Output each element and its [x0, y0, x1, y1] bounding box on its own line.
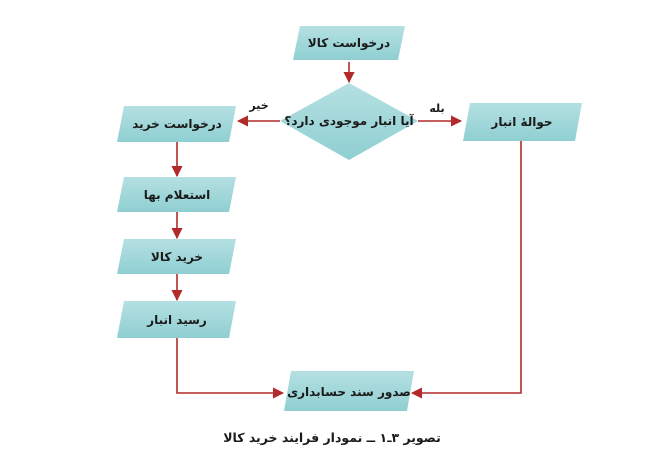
node-purchase-request: درخواست خرید — [117, 106, 236, 142]
node-accounting-doc: صدور سند حسابداری — [284, 371, 414, 411]
edge-warehouse-order-to-accounting — [410, 141, 522, 399]
node-warehouse-receipt: رسید انبار — [117, 301, 236, 338]
node-warehouse-order-label: حوالهٔ انبار — [490, 115, 552, 130]
node-warehouse-receipt-label: رسید انبار — [146, 313, 207, 327]
node-price-inquiry: استعلام بها — [117, 177, 236, 212]
node-price-inquiry-label: استعلام بها — [144, 188, 211, 203]
figure-caption: تصویر ۳ـ۱ ــ نمودار فرایند خرید کالا — [223, 430, 441, 445]
edge-label-no: خیر — [248, 99, 268, 112]
node-request-goods-label: درخواست کالا — [308, 36, 390, 51]
node-decision: آیا انبار موجودی دارد؟ — [280, 83, 418, 160]
edges — [171, 62, 522, 399]
edge-receipt-to-accounting — [176, 338, 285, 399]
edge-label-yes: بله — [429, 102, 444, 115]
node-request-goods: درخواست کالا — [293, 26, 405, 60]
node-purchase-request-label: درخواست خرید — [132, 117, 222, 132]
node-accounting-doc-label: صدور سند حسابداری — [287, 385, 411, 400]
node-decision-label: آیا انبار موجودی دارد؟ — [284, 113, 414, 129]
node-buy-goods: خرید کالا — [117, 239, 236, 274]
node-buy-goods-label: خرید کالا — [151, 250, 203, 264]
node-warehouse-order: حوالهٔ انبار — [463, 103, 582, 141]
